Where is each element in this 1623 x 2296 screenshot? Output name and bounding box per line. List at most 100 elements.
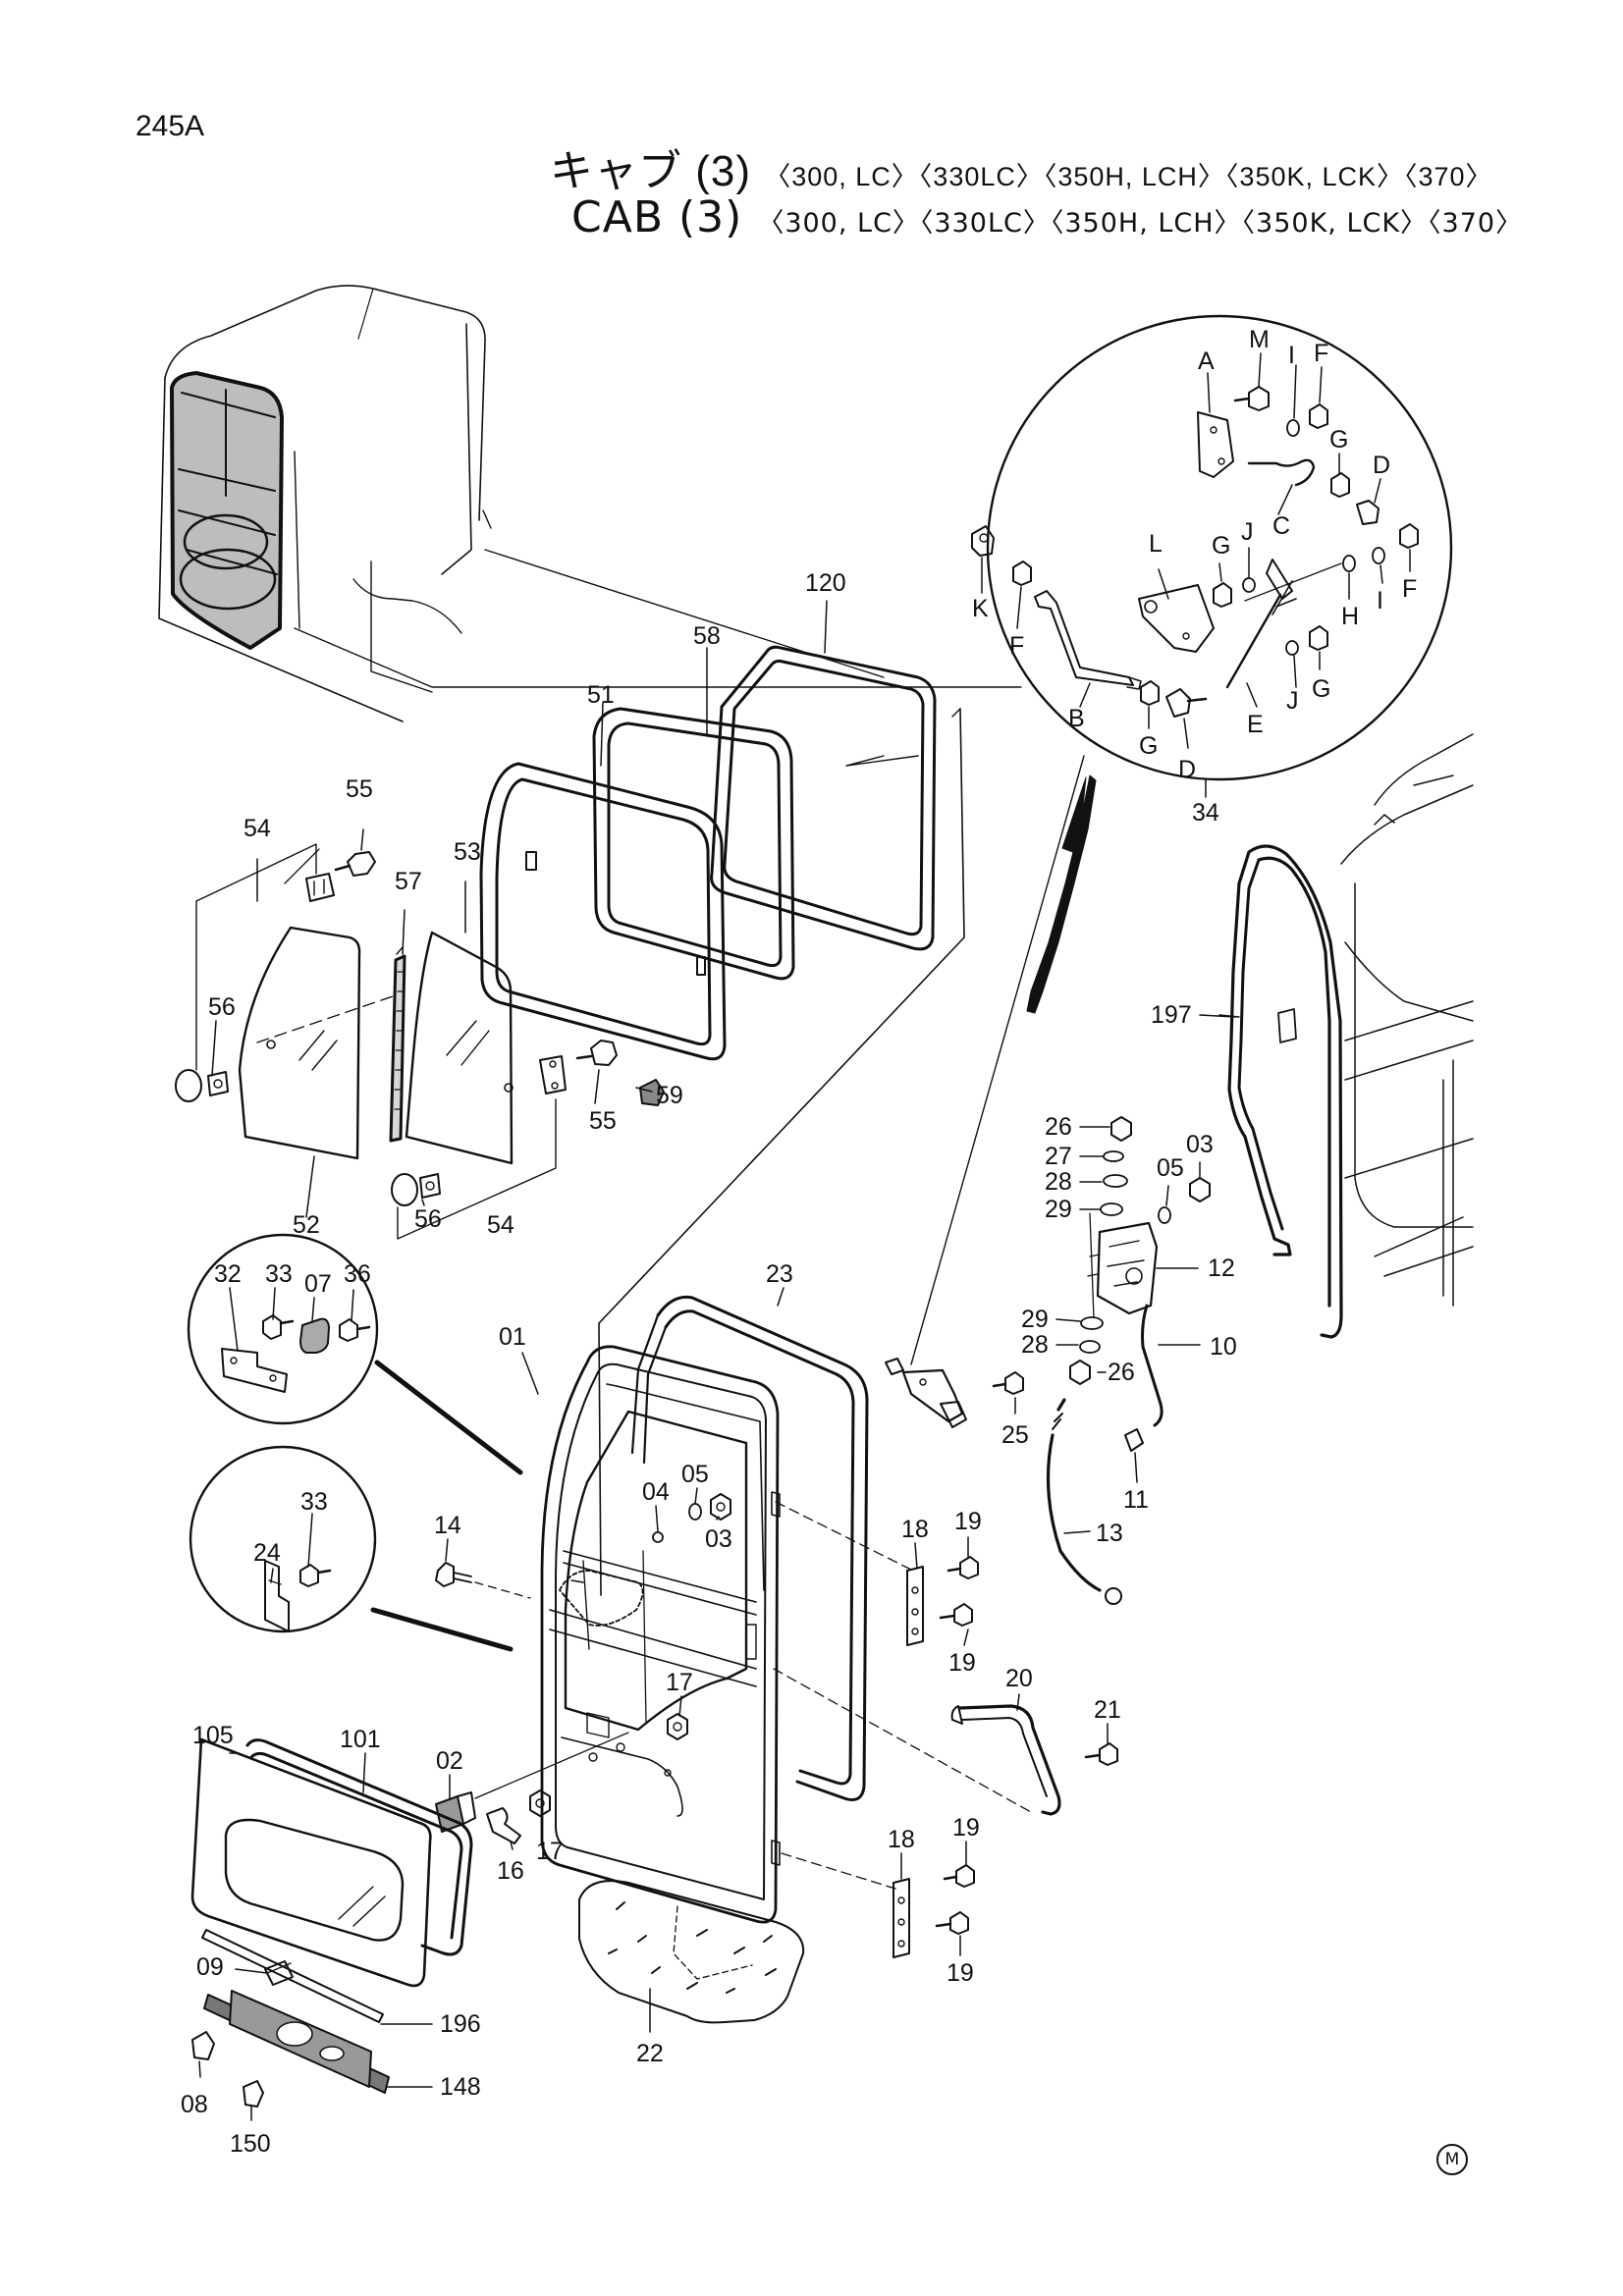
door-inner-panel-22 (578, 1880, 805, 2024)
callout-labels: 120 58 51 55 54 57 53 56 52 56 54 55 59 … (181, 326, 1417, 2158)
detail-circle-34 (971, 314, 1453, 1014)
callout-18-lower: 18 (888, 1826, 915, 1853)
seal-strip-57 (389, 946, 406, 1143)
slider-59 (639, 1079, 665, 1106)
latch-54-upper (284, 848, 335, 902)
group-54-brackets (195, 843, 557, 1240)
callout-20: 20 (1005, 1665, 1033, 1692)
callout-19-c: 19 (952, 1814, 980, 1842)
window-frame-51 (479, 762, 727, 1061)
callout-12: 12 (1208, 1255, 1235, 1282)
title-en-models: 〈300, LC〉〈330LC〉〈350H, LCH〉〈350K, LCK〉〈3… (757, 208, 1524, 239)
callout-26-lower: 26 (1108, 1359, 1135, 1386)
clip-16 (486, 1807, 521, 1844)
rod-10 (1141, 1304, 1163, 1427)
callout-22: 22 (636, 2040, 664, 2067)
clip-02 (435, 1791, 476, 1833)
title-japanese: キャブ (3) 〈300, LC〉〈330LC〉〈350H, LCH〉〈350K… (550, 135, 1493, 198)
lock-12 (1087, 1221, 1159, 1315)
plug-150 (243, 2080, 264, 2108)
screw-19-d (935, 1911, 969, 1935)
label-E: E (1247, 711, 1264, 738)
callout-27: 27 (1045, 1143, 1072, 1170)
leader-120-frame (598, 708, 965, 1596)
callout-25: 25 (1001, 1421, 1029, 1449)
title-jp-name: キャブ (3) (550, 147, 751, 195)
screw-55-upper (334, 851, 376, 877)
callout-120: 120 (805, 569, 846, 597)
callout-17-upper: 17 (666, 1669, 693, 1696)
cable-13 (1046, 1398, 1122, 1605)
callout-36: 36 (344, 1260, 371, 1288)
callout-33-lower: 33 (300, 1488, 328, 1516)
trim-panel-105 (190, 1737, 432, 1988)
callout-19-d: 19 (947, 1959, 974, 1987)
screw-21 (1084, 1742, 1118, 1766)
panel-148 (203, 1990, 390, 2094)
nut-17-upper (642, 1550, 688, 1740)
callout-14: 14 (434, 1512, 461, 1539)
leader-34-mechanism (910, 755, 1085, 1365)
callout-08: 08 (181, 2091, 208, 2118)
title-en-name: CAB (3) (571, 192, 743, 242)
callout-56-left: 56 (208, 993, 236, 1021)
rubber-cap-56 (175, 1069, 441, 1206)
callout-196: 196 (440, 2010, 481, 2038)
callout-03-door: 03 (705, 1525, 732, 1553)
callout-101: 101 (340, 1726, 381, 1753)
label-M: M (1249, 326, 1270, 353)
label-A: A (1198, 347, 1215, 375)
callout-23: 23 (766, 1260, 793, 1288)
callout-10: 10 (1210, 1333, 1237, 1361)
screw-19-a (947, 1556, 979, 1579)
callout-105: 105 (192, 1722, 234, 1749)
title-jp-models: 〈300, LC〉〈330LC〉〈350H, LCH〉〈350K, LCK〉〈3… (764, 162, 1493, 191)
detail-pointer-24 (370, 1607, 514, 1652)
callout-54-lower: 54 (487, 1211, 514, 1239)
callout-28-lower: 28 (1021, 1331, 1049, 1359)
leader-lines (198, 352, 1411, 2121)
callout-29-lower: 29 (1021, 1306, 1049, 1333)
label-G-upper: G (1329, 426, 1348, 454)
callout-24: 24 (253, 1539, 281, 1567)
callout-55-upper: 55 (346, 775, 373, 803)
callout-18-upper: 18 (901, 1516, 929, 1543)
label-J-upper: J (1241, 518, 1254, 546)
cab-overview (158, 285, 1022, 722)
callout-03-lock: 03 (1186, 1131, 1214, 1158)
lock-bracket-25-group (885, 1358, 1024, 1428)
callout-28-upper: 28 (1045, 1168, 1072, 1196)
callout-57: 57 (395, 868, 422, 895)
callout-07: 07 (304, 1270, 332, 1298)
callout-53: 53 (454, 838, 481, 866)
callout-19-a: 19 (954, 1508, 982, 1535)
frame-seal-197 (1227, 844, 1343, 1339)
callout-51: 51 (587, 681, 615, 709)
callout-11: 11 (1123, 1486, 1149, 1514)
switch-09 (264, 1960, 294, 1986)
label-D-lower: D (1178, 756, 1196, 783)
detail-pointer-32 (374, 1360, 523, 1475)
window-frame-58 (592, 707, 795, 981)
callout-05-door: 05 (681, 1461, 709, 1488)
callout-02: 02 (436, 1747, 463, 1775)
latch-54-lower (539, 1055, 567, 1095)
callout-58: 58 (693, 622, 721, 650)
callout-55-lower: 55 (589, 1107, 617, 1135)
callout-21: 21 (1094, 1696, 1121, 1724)
callout-56-right: 56 (414, 1205, 442, 1233)
quarter-glass-52 (238, 926, 394, 1160)
callout-05-lock: 05 (1157, 1154, 1184, 1182)
label-F-upper: F (1314, 340, 1328, 367)
door-01 (540, 1345, 781, 1924)
label-J-lower: J (1286, 687, 1299, 715)
label-G-right: G (1312, 675, 1330, 703)
callout-01: 01 (499, 1323, 526, 1351)
callout-197: 197 (1151, 1001, 1192, 1029)
label-K: K (972, 595, 989, 622)
label-L: L (1149, 530, 1163, 558)
callout-52: 52 (293, 1211, 320, 1239)
window-seal-101 (245, 1738, 473, 1956)
door-seal-23 (630, 1295, 869, 1801)
